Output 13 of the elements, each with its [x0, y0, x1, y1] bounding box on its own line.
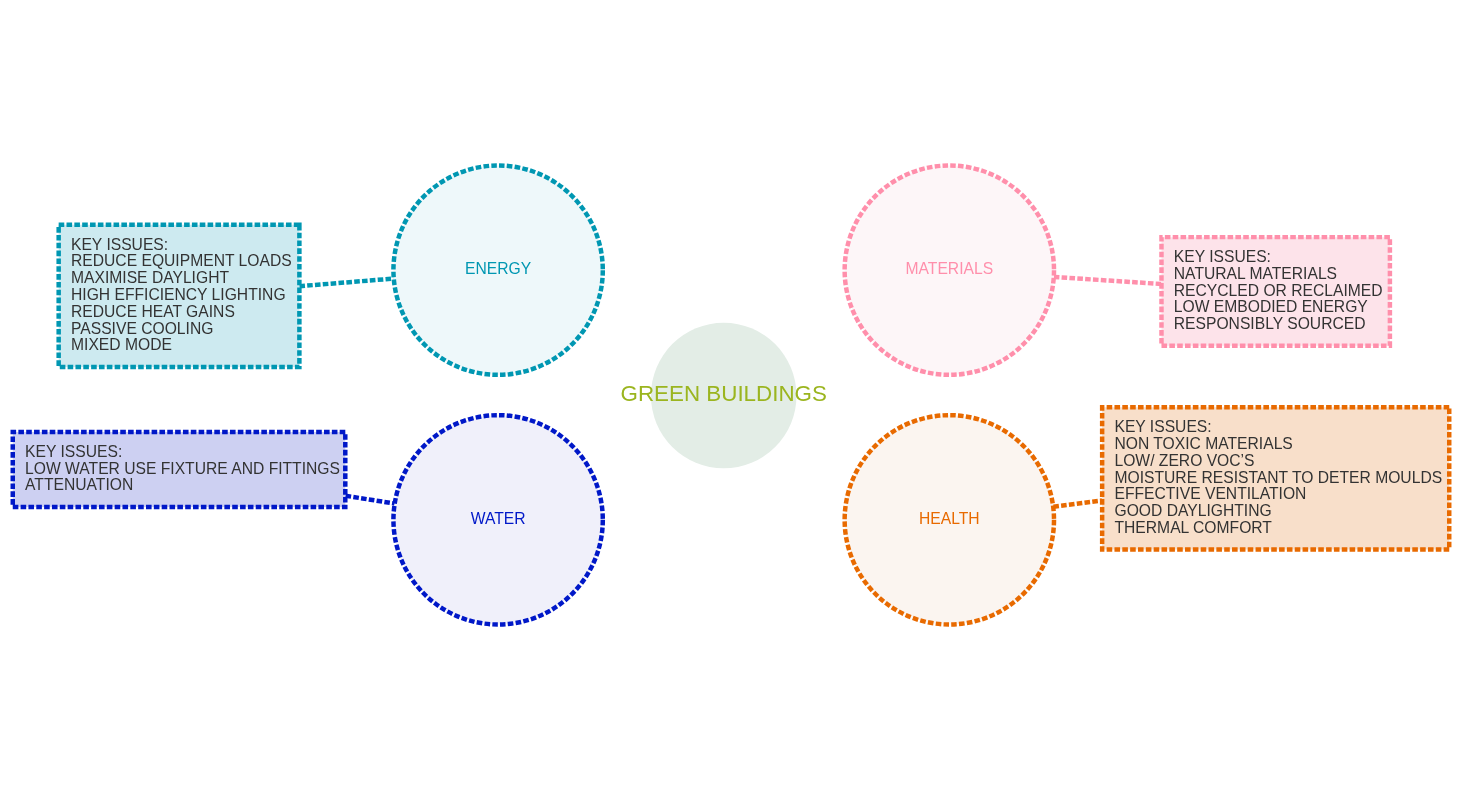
connector	[1053, 274, 1162, 287]
connector	[1053, 498, 1103, 509]
node-circle: ENERGY	[391, 163, 606, 378]
node-box: KEY ISSUES: LOW WATER USE FIXTURE AND FITTINGS ATTENUATION	[10, 429, 348, 510]
node-box: KEY ISSUES: REDUCE EQUIPMENT LOADS MAXIMISE DAYLIGHT HIGH EFFICIENCY LIGHTING REDUCE HEAT GAINS PASSIVE COOLING MIXED MODE	[56, 222, 302, 370]
node-circle: HEALTH	[842, 412, 1057, 627]
node-circle: MATERIALS	[842, 163, 1057, 378]
connector	[345, 493, 395, 506]
node-circle: WATER	[391, 412, 606, 627]
node-label: GREEN BUILDINGS	[620, 381, 827, 407]
node-box: KEY ISSUES: NON TOXIC MATERIALS LOW/ ZERO VOC’S MOISTURE RESISTANT TO DETER MOULDS EFFECTIVE VENTILATION GOOD DAYLIGHTING THERMAL COMFORT	[1099, 405, 1452, 552]
connector	[299, 276, 394, 289]
node-box: KEY ISSUES: NATURAL MATERIALS RECYCLED OR RECLAIMED LOW EMBODIED ENERGY RESPONSIBLY SOURCED	[1159, 234, 1393, 348]
